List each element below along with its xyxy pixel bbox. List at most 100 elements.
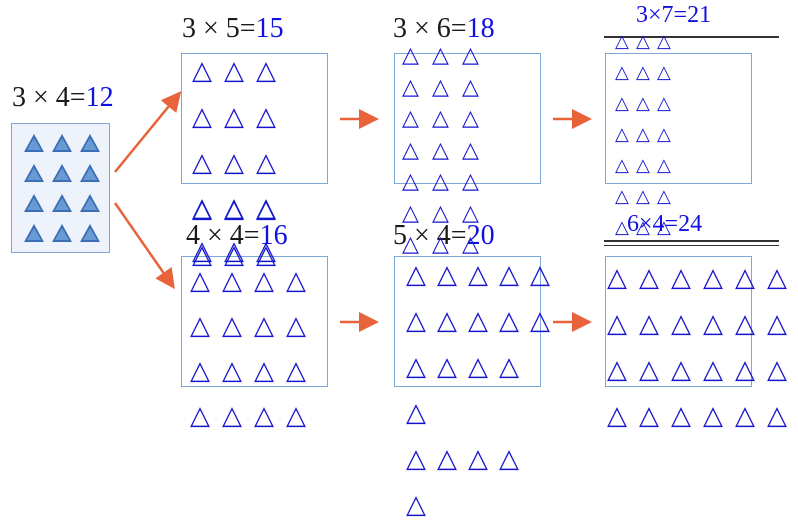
arrow-to-3x5 xyxy=(114,91,182,173)
rule-3x7 xyxy=(604,36,779,38)
triangle-icon: △ xyxy=(402,200,419,226)
triangle-icon: △ xyxy=(192,240,212,270)
triangle-icon: △ xyxy=(224,236,244,266)
triangle-icon: △ xyxy=(432,106,449,131)
triangle-icon: △ xyxy=(636,31,650,52)
triangle-icon: △ xyxy=(402,169,419,194)
triangle-icon: △ xyxy=(657,31,671,52)
triangle-icon: △ xyxy=(256,193,276,223)
triangle-icon: △ xyxy=(406,306,426,336)
triangle-icon: △ xyxy=(499,352,519,382)
triangle-icon: △ xyxy=(224,56,244,86)
triangle-icon: △ xyxy=(402,106,419,131)
triangle-icon: △ xyxy=(432,43,449,68)
triangle-icon: △ xyxy=(671,401,691,431)
filled-triangle xyxy=(24,164,44,182)
triangle-icon: △ xyxy=(615,124,629,145)
triangle-icon: △ xyxy=(671,309,691,339)
triangle-icon: △ xyxy=(286,266,306,296)
triangle-icon: △ xyxy=(657,62,671,83)
triangle-icon: △ xyxy=(468,260,488,290)
triangle-icon: △ xyxy=(286,356,306,386)
triangle-icon: △ xyxy=(530,306,550,336)
triangle-icon: △ xyxy=(615,93,629,114)
triangle-icon: △ xyxy=(735,355,755,385)
triangle-icon: △ xyxy=(190,266,210,296)
triangle-icon: △ xyxy=(254,356,274,386)
result-4x4: 16 xyxy=(259,220,288,251)
triangle-icon: △ xyxy=(256,148,276,178)
arrow-to-4x4 xyxy=(113,202,175,290)
triangle-icon: △ xyxy=(639,401,659,431)
box-3x7 xyxy=(605,53,752,184)
triangle-icon: △ xyxy=(256,102,276,132)
triangle-icon: △ xyxy=(671,355,691,385)
label-3x5: 3 × 5=15 xyxy=(182,15,284,43)
label-4x4: 4 × 4=16 xyxy=(186,222,288,250)
triangle-icon: △ xyxy=(254,311,274,341)
triangle-icon: △ xyxy=(222,311,242,341)
triangle-icon: △ xyxy=(402,232,419,257)
triangle-icon: △ xyxy=(607,309,627,339)
triangle-icon: △ xyxy=(735,263,755,293)
rule-6x4 xyxy=(604,240,779,242)
triangle-icon: △ xyxy=(657,124,671,145)
triangle-icon: △ xyxy=(462,43,479,68)
triangle-icon: △ xyxy=(192,56,212,86)
triangle-icon: △ xyxy=(224,193,244,223)
filled-triangle xyxy=(80,224,100,242)
triangle-icon: △ xyxy=(406,444,426,474)
triangle-icon: △ xyxy=(402,137,419,163)
filled-triangle xyxy=(24,224,44,242)
triangle-icon: △ xyxy=(432,169,449,194)
triangle-icon: △ xyxy=(432,200,449,226)
triangle-icon: △ xyxy=(256,194,276,224)
triangle-icon: △ xyxy=(432,74,449,100)
filled-triangle xyxy=(80,134,100,152)
triangle-icon: △ xyxy=(499,260,519,290)
rule-6x4-b xyxy=(604,245,779,246)
label-6x4: 6×4=24 xyxy=(627,211,703,237)
triangle-icon: △ xyxy=(530,260,550,290)
triangle-icon: △ xyxy=(190,401,210,431)
filled-triangle xyxy=(24,134,44,152)
triangle-icon: △ xyxy=(192,102,212,132)
triangle-icon: △ xyxy=(499,444,519,474)
box-6x4 xyxy=(605,256,752,387)
triangle-icon: △ xyxy=(402,74,419,100)
triangle-icon: △ xyxy=(286,311,306,341)
triangle-icon: △ xyxy=(406,398,426,428)
triangle-icon: △ xyxy=(192,193,212,223)
triangle-icon: △ xyxy=(432,232,449,257)
expr-5x4: 5 × 4= xyxy=(393,220,467,251)
filled-triangle xyxy=(24,194,44,212)
triangle-icon: △ xyxy=(767,401,787,431)
triangle-icon: △ xyxy=(192,236,212,266)
start-result: 12 xyxy=(85,82,114,113)
triangle-icon: △ xyxy=(402,43,419,68)
result-3x5: 15 xyxy=(255,13,284,44)
expr-4x4: 4 × 4= xyxy=(186,220,260,251)
triangle-icon: △ xyxy=(224,240,244,270)
triangle-icon: △ xyxy=(437,444,457,474)
triangle-icon: △ xyxy=(222,401,242,431)
triangle-icon: △ xyxy=(406,352,426,382)
triangle-icon: △ xyxy=(222,266,242,296)
triangle-icon: △ xyxy=(468,306,488,336)
triangle-icon: △ xyxy=(767,263,787,293)
triangle-icon: △ xyxy=(636,93,650,114)
triangle-icon: △ xyxy=(190,356,210,386)
triangle-icon: △ xyxy=(190,311,210,341)
start-expr: 3 × 4= xyxy=(12,82,86,113)
triangle-icon: △ xyxy=(657,93,671,114)
triangle-icon: △ xyxy=(432,137,449,163)
triangle-icon: △ xyxy=(767,355,787,385)
label-3x6: 3 × 6=18 xyxy=(393,15,495,43)
triangle-icon: △ xyxy=(192,194,212,224)
triangle-icon: △ xyxy=(254,266,274,296)
triangle-icon: △ xyxy=(254,401,274,431)
triangle-icon: △ xyxy=(286,401,306,431)
triangle-icon: △ xyxy=(607,355,627,385)
filled-triangle xyxy=(80,194,100,212)
